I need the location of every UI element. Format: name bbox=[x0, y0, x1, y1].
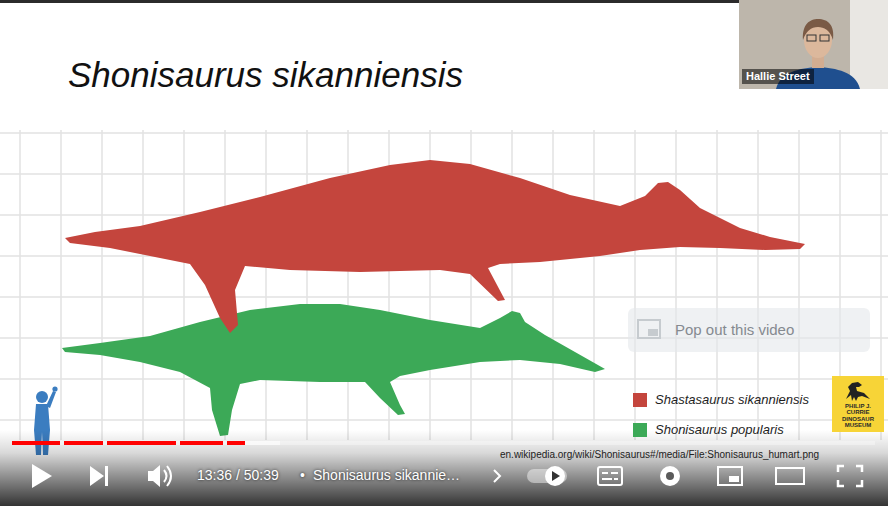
human-hand bbox=[52, 386, 57, 391]
grid-line bbox=[142, 130, 144, 440]
progress-track bbox=[12, 441, 875, 445]
grid-line bbox=[183, 130, 185, 440]
human-head bbox=[36, 391, 48, 403]
settings-hole bbox=[666, 472, 674, 480]
node-text: PHILIP J. CURRIE DINOSAUR MUSEUM bbox=[835, 403, 881, 429]
controls-gradient bbox=[0, 430, 888, 506]
grid-line bbox=[0, 296, 888, 298]
play-icon bbox=[32, 464, 52, 488]
grid-line bbox=[265, 130, 267, 440]
theater-icon bbox=[776, 468, 804, 484]
grid-line bbox=[0, 419, 888, 421]
legend-row: Shonisaurus popularis bbox=[633, 422, 784, 437]
grid-line bbox=[0, 132, 888, 134]
progress-segment bbox=[64, 441, 103, 445]
autoplay-play bbox=[552, 471, 560, 481]
node-text: Hallie Street bbox=[742, 69, 814, 84]
time-display: 13:36 / 50:39 bbox=[197, 467, 279, 483]
chapter-title: Shonisaurus sikannie… bbox=[313, 467, 460, 483]
human-arm bbox=[46, 391, 56, 408]
node-text: Pop out this video bbox=[675, 321, 794, 339]
progress-segment bbox=[107, 441, 176, 445]
settings-icon bbox=[660, 466, 680, 486]
next-icon bbox=[105, 466, 108, 486]
webcam-hair bbox=[803, 19, 833, 40]
grid-line bbox=[552, 130, 554, 440]
webcam-glasses bbox=[820, 35, 829, 41]
miniplayer-icon bbox=[729, 476, 739, 482]
webcam-window bbox=[850, 0, 888, 89]
legend-text: Shonisaurus popularis bbox=[655, 422, 784, 437]
next-icon bbox=[90, 466, 104, 486]
popout-overlay: Pop out this video bbox=[628, 308, 870, 352]
legend-swatch bbox=[633, 423, 647, 437]
chapter-chevron bbox=[494, 470, 500, 482]
progress-buffer bbox=[245, 441, 280, 445]
grid-line bbox=[101, 130, 103, 440]
progress-played bbox=[12, 441, 245, 445]
grid-line bbox=[306, 130, 308, 440]
dinosaur-logo-shape bbox=[846, 382, 870, 401]
legend-text: Shastasaurus sikanniensis bbox=[655, 392, 809, 407]
subtitles-lines bbox=[602, 473, 618, 479]
grid-line bbox=[593, 130, 595, 440]
progress-segment bbox=[12, 441, 60, 445]
miniplayer-icon bbox=[718, 467, 742, 485]
webcam-tile bbox=[739, 0, 888, 89]
legend-row: Shastasaurus sikanniensis bbox=[633, 392, 809, 407]
green-silhouette bbox=[62, 304, 605, 436]
grid-line bbox=[19, 130, 21, 440]
volume-icon bbox=[148, 465, 160, 487]
fullscreen-icon bbox=[838, 466, 862, 486]
separator-dot: • bbox=[300, 467, 305, 483]
webcam-background bbox=[739, 0, 888, 89]
slide-title: Shonisaurus sikanniensis bbox=[68, 55, 463, 95]
grid-line bbox=[0, 378, 888, 380]
top-frame bbox=[0, 0, 739, 3]
grid bbox=[0, 130, 888, 440]
volume-waves bbox=[164, 466, 171, 486]
museum-logo: PHILIP J. CURRIE DINOSAUR MUSEUM bbox=[832, 376, 884, 432]
webcam-glasses bbox=[807, 35, 816, 41]
grid-line bbox=[60, 130, 62, 440]
progress-segment bbox=[180, 441, 223, 445]
progress-segment bbox=[227, 441, 245, 445]
legend-swatch bbox=[633, 393, 647, 407]
image-source-url: en.wikipedia.org/wiki/Shonisaurus#/media… bbox=[500, 449, 819, 460]
subtitles-icon bbox=[598, 467, 622, 485]
webcam-name-tile: Hallie Street bbox=[739, 0, 888, 89]
autoplay-knob bbox=[545, 466, 565, 486]
dinosaur-logo bbox=[842, 379, 872, 403]
